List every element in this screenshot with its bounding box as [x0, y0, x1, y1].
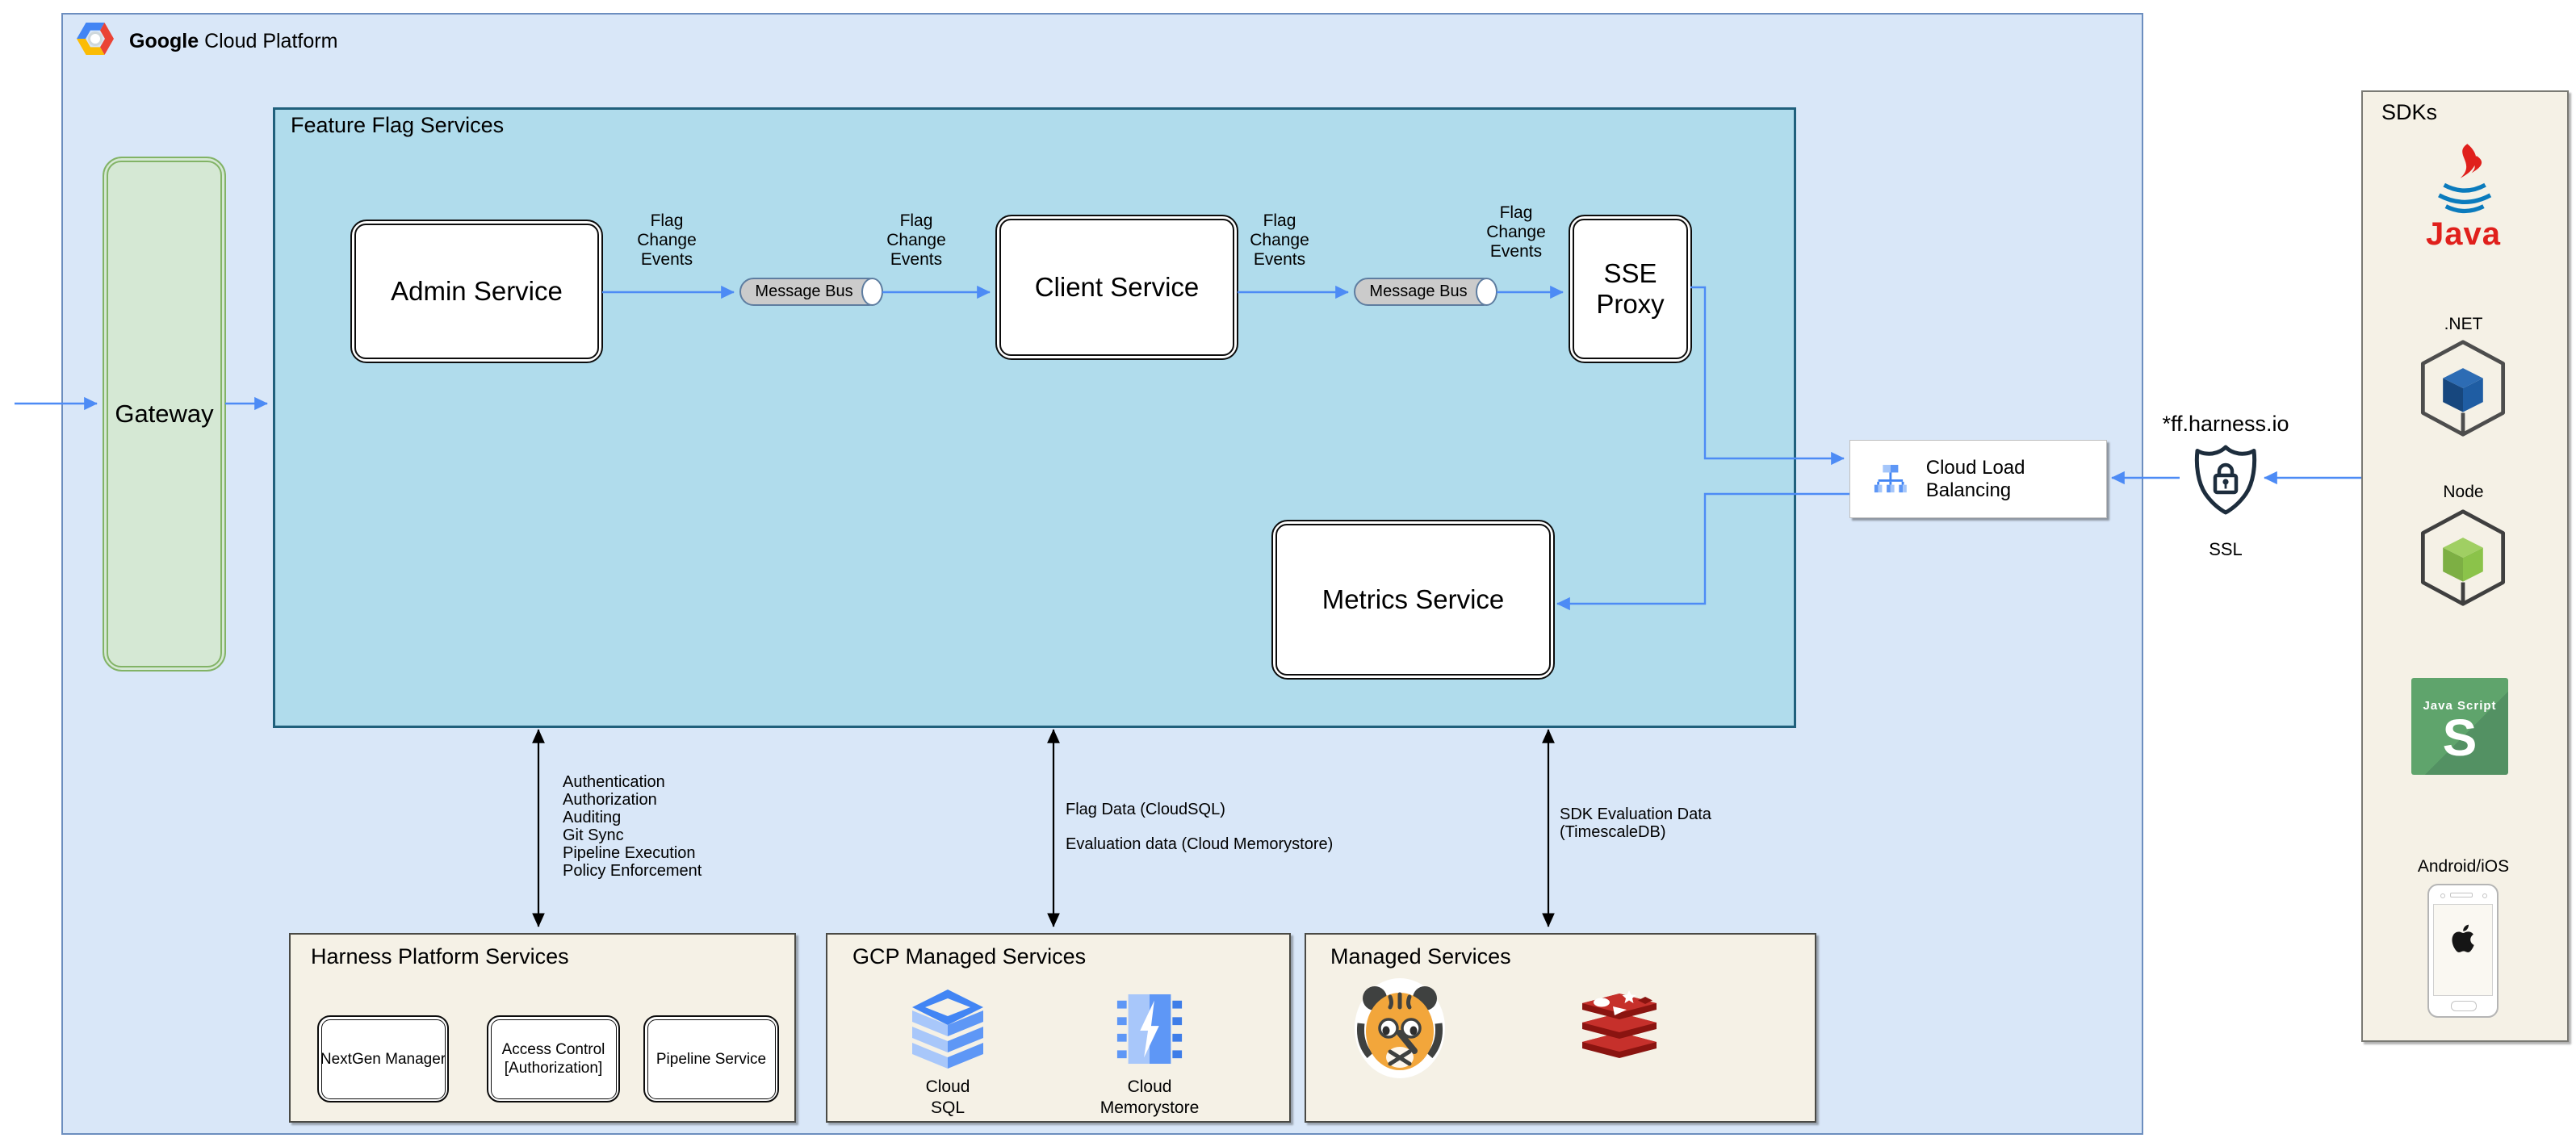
node-cube-icon — [2420, 509, 2506, 606]
apple-logo-icon — [2452, 924, 2474, 952]
feature-flag-services-box — [273, 107, 1796, 728]
redis-icon — [1582, 990, 1657, 1058]
flag-change-events-label-3: Flag Change Events — [1250, 211, 1309, 269]
platform-annotation: Authentication Authorization Auditing Gi… — [563, 773, 702, 880]
message-bus-1-label: Message Bus — [755, 282, 853, 300]
metrics-service-label: Metrics Service — [1322, 584, 1505, 614]
access-control-label: Access Control [Authorization] — [501, 1041, 605, 1077]
cloud-sql-icon — [912, 989, 983, 1069]
phone-camera — [2482, 893, 2487, 898]
javascript-icon: Java Script S — [2411, 678, 2508, 775]
cloud-memorystore-icon — [1116, 994, 1183, 1065]
gateway-box: Gateway — [103, 157, 226, 672]
mobile-label: Android/iOS — [2417, 857, 2510, 876]
gcp-header-rest: Cloud Platform — [204, 30, 338, 52]
admin-service-label: Admin Service — [391, 276, 563, 306]
phone-camera — [2440, 893, 2445, 898]
sse-proxy-box: SSE Proxy — [1569, 215, 1692, 363]
cloud-load-balancing-icon — [1874, 464, 1907, 492]
managed-services-title: Managed Services — [1330, 944, 1511, 969]
sdk-evaluation-annotation: SDK Evaluation Data (TimescaleDB) — [1560, 805, 1711, 841]
dotnet-label: .NET — [2444, 315, 2483, 333]
message-bus-2-label: Message Bus — [1369, 282, 1468, 300]
flag-change-events-label-4: Flag Change Events — [1486, 203, 1546, 261]
admin-service-box: Admin Service — [350, 220, 603, 363]
gcp-managed-services-panel — [826, 933, 1291, 1123]
node-label: Node — [2443, 483, 2484, 501]
nextgen-manager-label: NextGen Manager — [320, 1050, 446, 1068]
flag-change-events-label-2: Flag Change Events — [886, 211, 946, 269]
gcp-managed-services-title: GCP Managed Services — [852, 944, 1087, 969]
cloud-sql-label: Cloud SQL — [925, 1077, 970, 1117]
cylinder-cap — [1476, 277, 1497, 306]
access-control-box: Access Control [Authorization] — [487, 1015, 620, 1102]
timescaledb-icon — [1355, 978, 1445, 1078]
flag-change-events-label-1: Flag Change Events — [637, 211, 697, 269]
gcp-logo-icon — [77, 23, 114, 55]
message-bus-1: Message Bus — [739, 277, 883, 306]
gcp-header-brand: Google — [129, 30, 199, 52]
nextgen-manager-box: NextGen Manager — [317, 1015, 449, 1102]
pipeline-service-box: Pipeline Service — [643, 1015, 779, 1102]
cloud-memorystore-label: Cloud Memorystore — [1100, 1077, 1200, 1117]
gcp-header-title: Google Cloud Platform — [129, 30, 337, 53]
cylinder-cap — [861, 277, 883, 306]
phone-home-button — [2451, 1001, 2477, 1011]
client-service-label: Client Service — [1034, 272, 1200, 302]
java-icon — [2438, 144, 2492, 214]
gateway-label: Gateway — [115, 400, 214, 428]
dotnet-cube-icon — [2420, 340, 2506, 437]
pipeline-service-label: Pipeline Service — [656, 1050, 767, 1068]
feature-flag-services-title: Feature Flag Services — [291, 113, 505, 137]
phone-speaker — [2450, 893, 2473, 897]
ssl-label: SSL — [2209, 539, 2243, 559]
metrics-service-box: Metrics Service — [1271, 520, 1555, 680]
javascript-title: Java Script — [2423, 699, 2497, 713]
phone-icon — [2427, 884, 2499, 1018]
phone-screen — [2433, 904, 2493, 996]
cloud-load-balancing-label: Cloud Load Balancing — [1925, 456, 2025, 501]
domain-label: *ff.harness.io — [2162, 412, 2289, 436]
java-label: Java — [2426, 216, 2501, 252]
sse-proxy-label: SSE Proxy — [1596, 258, 1665, 319]
flag-data-annotation: Flag Data (CloudSQL) — [1066, 801, 1225, 818]
javascript-letter: S — [2442, 709, 2478, 767]
sdks-title: SDKs — [2381, 100, 2438, 124]
message-bus-2: Message Bus — [1354, 277, 1497, 306]
client-service-box: Client Service — [995, 215, 1238, 360]
cloud-load-balancing-box: Cloud Load Balancing — [1849, 440, 2107, 518]
ssl-shield-icon — [2194, 445, 2257, 515]
evaluation-data-annotation: Evaluation data (Cloud Memorystore) — [1066, 835, 1334, 853]
harness-platform-services-title: Harness Platform Services — [311, 944, 569, 969]
